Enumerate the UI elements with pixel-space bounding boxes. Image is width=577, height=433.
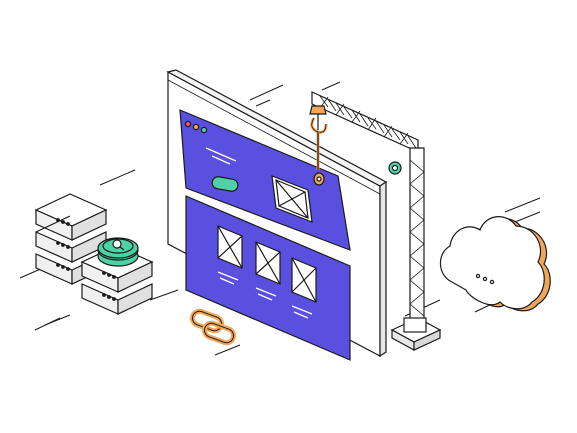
- image-placeholder-icon: [271, 175, 313, 223]
- crane-hook-icon: [309, 105, 328, 186]
- cta-pill-icon: [211, 176, 239, 192]
- card-image-icon: [291, 257, 317, 303]
- magnifier-badge-icon: [97, 237, 139, 267]
- hero-panel: [179, 109, 351, 251]
- server-stack-icon: [34, 193, 154, 315]
- card-text-lines: [217, 271, 313, 319]
- card-image-icon: [255, 241, 281, 285]
- card-image-icon: [217, 225, 243, 269]
- window-dot-green: [200, 126, 208, 134]
- hero-text-lines: [205, 147, 237, 165]
- window-dot-red: [184, 120, 192, 128]
- crane-icon: [311, 91, 442, 352]
- chain-link-icon: [189, 308, 237, 346]
- window-dot-orange: [192, 123, 200, 131]
- content-panel: [185, 195, 351, 361]
- cloud-icon: [439, 216, 551, 312]
